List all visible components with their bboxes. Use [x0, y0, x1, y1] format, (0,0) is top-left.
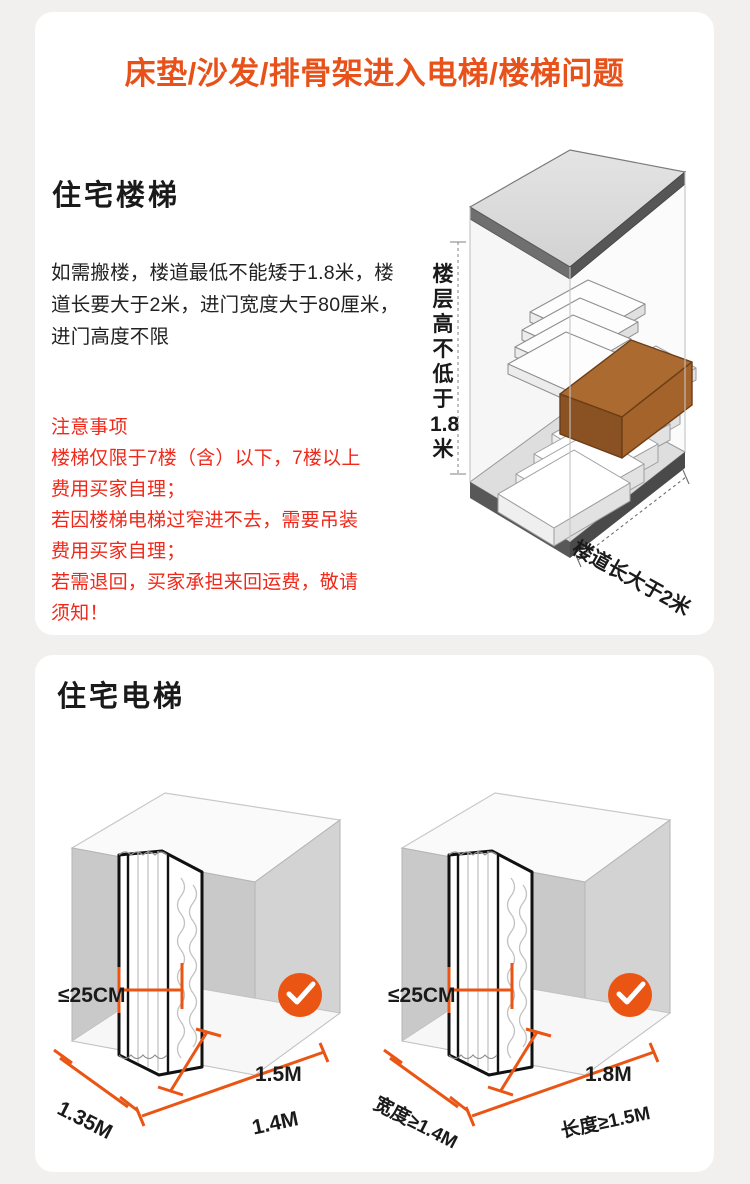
mattress-height-label-large: 1.8M [585, 1063, 632, 1086]
mattress-height-label-small: 1.5M [255, 1063, 302, 1086]
vlabel-char: 低 [432, 363, 454, 386]
warning-line: 若需退回，买家承担来回运费，敬请 [51, 572, 359, 593]
elevator-diagram-small: ≤25CM 1.5M 1.35M 1.4M [50, 745, 380, 1155]
vlabel-char: 米 [432, 438, 454, 461]
warning-line: 若因楼梯电梯过窄进不去，需要吊装 [51, 510, 359, 531]
check-icon [616, 981, 646, 1005]
vlabel-char: 楼 [432, 263, 454, 286]
stairs-card: 床垫/沙发/排骨架进入电梯/楼梯问题 住宅楼梯 如需搬楼，楼道最低不能矮于1.8… [35, 12, 714, 635]
vlabel-char: 1.8 [430, 413, 460, 436]
mattress-upright [447, 849, 534, 1077]
elevator-small-svg [53, 792, 342, 1127]
thickness-label-small: ≤25CM [58, 984, 126, 1007]
elevator-section-heading: 住宅电梯 [57, 681, 186, 713]
thickness-label-large: ≤25CM [388, 984, 456, 1007]
vlabel-char: 于 [432, 388, 454, 411]
width-dimension [464, 1042, 660, 1127]
width-dimension [134, 1042, 330, 1127]
vlabel-char: 层 [432, 288, 454, 311]
stairs-svg [450, 149, 697, 568]
status-badge-large [608, 973, 652, 1017]
elevator-card: 住宅电梯 [35, 655, 714, 1172]
status-badge-small [278, 973, 322, 1017]
mattress-height-dimension [157, 1027, 222, 1097]
vlabel-char: 高 [432, 313, 454, 336]
stairs-body-text: 如需搬楼，楼道最低不能矮于1.8米，楼道长要大于2米，进门宽度大于80厘米，进门… [51, 262, 400, 348]
thickness-dimension [447, 963, 514, 1013]
warning-title: 注意事项 [51, 417, 128, 438]
depth-dimension [383, 1048, 469, 1113]
warning-line: 须知！ [51, 603, 109, 624]
warning-line: 费用买家自理； [51, 541, 186, 562]
elevator-diagram-large: ≤25CM 1.8M 宽度≥1.4M 长度≥1.5M [370, 745, 710, 1155]
mattress-upright [117, 849, 204, 1077]
depth-dimension [53, 1048, 139, 1113]
page-title: 床垫/沙发/排骨架进入电梯/楼梯问题 [124, 56, 625, 91]
height-dimension-line [450, 241, 466, 475]
check-icon [286, 981, 316, 1005]
mattress-box [559, 339, 693, 459]
mattress-height-dimension [487, 1027, 552, 1097]
length-dimension-line [574, 469, 690, 568]
stairs-section-heading: 住宅楼梯 [52, 180, 181, 212]
stairs-illustration: 楼 层 高 不 低 于 1.8 米 楼道长大于2米 [430, 149, 714, 620]
stair-height-label: 楼 层 高 不 低 于 1.8 米 [430, 262, 460, 462]
stairs-warning-block: 注意事项 楼梯仅限于7楼（含）以下，7楼以上 费用买家自理； 若因楼梯电梯过窄进… [51, 412, 411, 629]
room-front-edges [469, 172, 686, 542]
warning-line: 楼梯仅限于7楼（含）以下，7楼以上 [51, 448, 361, 469]
warning-line: 费用买家自理； [51, 479, 186, 500]
elevator-large-svg [383, 792, 672, 1127]
thickness-dimension [117, 963, 184, 1013]
vlabel-char: 不 [432, 338, 454, 361]
